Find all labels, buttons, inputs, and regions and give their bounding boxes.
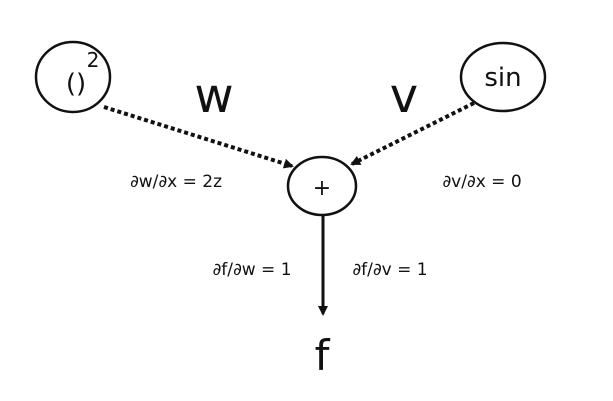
edge-v-arrow (350, 101, 475, 166)
edge-w-arrow (103, 105, 294, 169)
edge-v-derivative: ∂v/∂x = 0 (442, 172, 521, 192)
edge-v-label: v (390, 68, 418, 124)
square-node-exponent: 2 (87, 48, 100, 72)
edge-f-v-derivative: ∂f/∂v = 1 (352, 260, 427, 280)
output-label: f (315, 331, 331, 380)
sin-node-label: sin (484, 63, 521, 93)
sin-node (459, 41, 547, 113)
plus-node (286, 155, 358, 217)
plus-node-label: + (313, 176, 331, 201)
square-node-base: () (66, 69, 86, 99)
square-node (34, 40, 112, 114)
edge-w-label: w (194, 68, 233, 124)
edge-f-w-derivative: ∂f/∂w = 1 (212, 260, 291, 280)
edge-w-derivative: ∂w/∂x = 2z (130, 172, 222, 192)
